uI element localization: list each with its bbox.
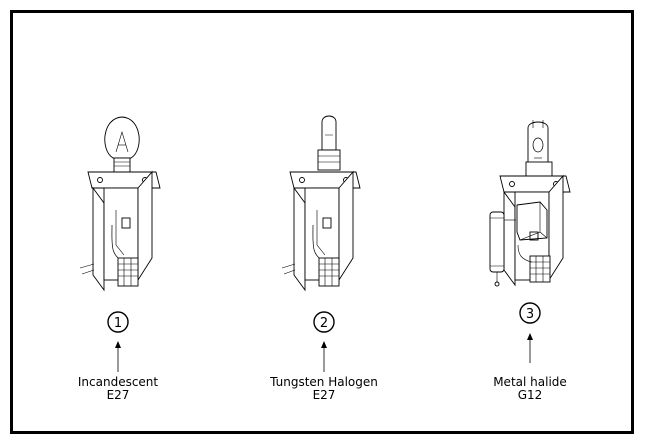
metal-halide-bulb-icon xyxy=(527,120,549,162)
lamp-number-3: 3 xyxy=(526,307,534,322)
lamp-base-3: G12 xyxy=(517,388,543,402)
lamp-number-2: 2 xyxy=(320,316,328,331)
lamp-assembly-3 xyxy=(489,120,571,363)
lamp-number-badge-1 xyxy=(107,311,129,333)
lamp-name-3: Metal halide xyxy=(493,375,567,389)
lamp-base-1: E27 xyxy=(106,388,130,402)
lamp-number-badge-3 xyxy=(519,302,541,324)
incandescent-bulb-icon xyxy=(104,116,140,159)
lamp-assembly-2 xyxy=(281,115,361,372)
lamp-label-1: Incandescent E27 xyxy=(38,376,198,402)
lamp-name-2: Tungsten Halogen xyxy=(270,375,378,389)
lamp-number-1: 1 xyxy=(114,316,122,331)
lamp-base-2: E27 xyxy=(312,388,336,402)
lamp-label-3: Metal halide G12 xyxy=(450,376,610,402)
lamp-label-2: Tungsten Halogen E27 xyxy=(244,376,404,402)
ignitor-capacitor xyxy=(489,211,505,273)
lamp-name-1: Incandescent xyxy=(77,375,159,389)
halogen-bulb-icon xyxy=(321,115,337,151)
lamp-assembly-1 xyxy=(79,116,161,372)
lamp-number-badge-2 xyxy=(313,311,335,333)
